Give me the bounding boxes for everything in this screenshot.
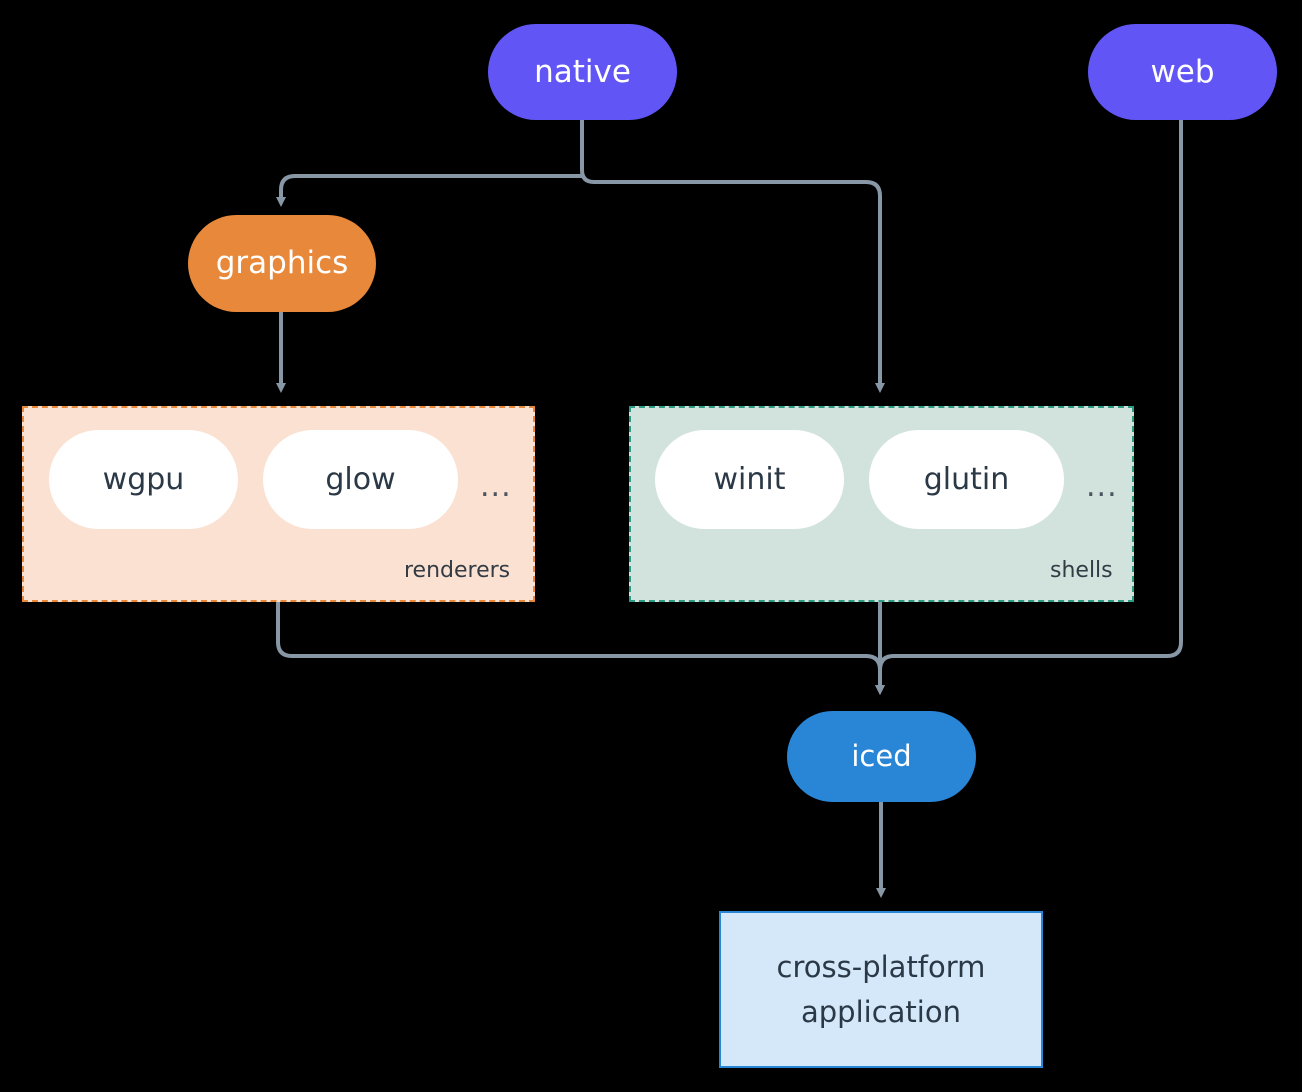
node-glutin[interactable]: glutin — [869, 430, 1064, 529]
node-graphics-label: graphics — [215, 245, 349, 282]
node-iced[interactable]: iced — [787, 711, 976, 802]
node-glutin-label: glutin — [923, 462, 1010, 497]
shells-more-ellipsis: ... — [1086, 469, 1118, 504]
node-wgpu[interactable]: wgpu — [49, 430, 238, 529]
edge-web-iced — [875, 120, 1183, 695]
node-cross-platform-application[interactable]: cross-platform application — [719, 911, 1043, 1068]
application-label-line1: cross-platform — [776, 949, 986, 984]
node-graphics[interactable]: graphics — [188, 215, 376, 312]
node-wgpu-label: wgpu — [102, 462, 185, 497]
node-glow-label: glow — [325, 462, 396, 497]
application-label-line2: application — [801, 994, 961, 1029]
node-glow[interactable]: glow — [263, 430, 458, 529]
node-winit[interactable]: winit — [655, 430, 844, 529]
node-web-label: web — [1150, 53, 1215, 90]
node-winit-label: winit — [713, 462, 786, 497]
renderers-more-ellipsis: ... — [480, 469, 512, 504]
node-web[interactable]: web — [1088, 24, 1277, 120]
group-renderers-label: renderers — [404, 558, 511, 583]
edge-native-split — [580, 120, 885, 393]
application-label-wrap: cross-platform application — [777, 945, 986, 1035]
edge-renderers-iced — [276, 602, 885, 695]
edge-native-graphics — [276, 174, 582, 207]
node-iced-label: iced — [851, 739, 912, 774]
group-shells-label: shells — [1050, 558, 1113, 583]
node-native-label: native — [534, 53, 631, 90]
node-native[interactable]: native — [488, 24, 677, 120]
